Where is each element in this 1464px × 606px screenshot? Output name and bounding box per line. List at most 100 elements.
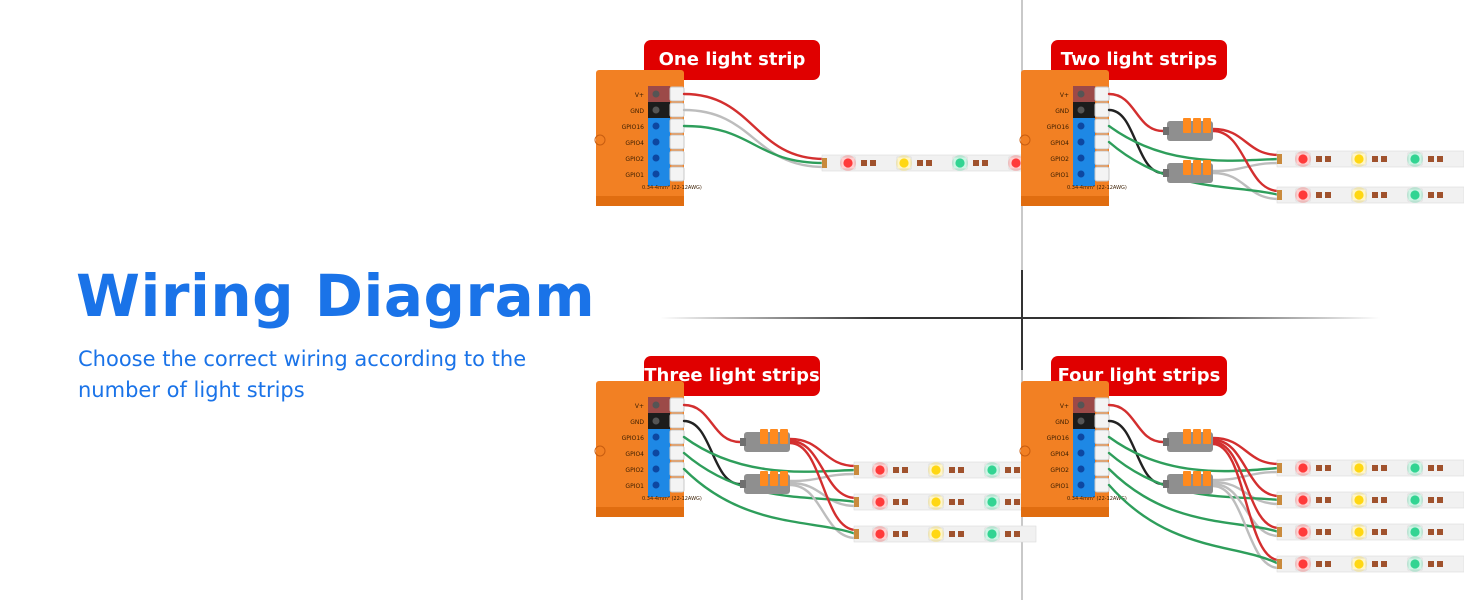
led-glow xyxy=(1407,556,1423,572)
terminal-lever xyxy=(669,86,685,102)
resistor xyxy=(1381,465,1387,471)
led-glow xyxy=(840,155,856,171)
led-glow xyxy=(1008,155,1024,171)
terminal-screw xyxy=(1077,449,1085,457)
resistor xyxy=(949,499,955,505)
terminal-screw xyxy=(1077,417,1085,425)
light-strip xyxy=(1276,491,1464,509)
panel-badge: One light strip xyxy=(644,40,820,80)
led-glow xyxy=(872,526,888,542)
resistor xyxy=(1372,497,1378,503)
led xyxy=(931,465,941,475)
terminal-label: GPIO2 xyxy=(625,467,644,474)
terminal-label: GND xyxy=(1055,419,1069,426)
resistor xyxy=(1325,192,1331,198)
resistor xyxy=(1372,156,1378,162)
connector-port xyxy=(1163,438,1169,446)
led-glow xyxy=(984,462,1000,478)
wire xyxy=(682,451,858,504)
light-strip xyxy=(1276,555,1464,573)
led-glow xyxy=(1407,460,1423,476)
resistor xyxy=(1372,192,1378,198)
led-glow xyxy=(1295,187,1311,203)
led xyxy=(987,497,997,507)
connector-lever xyxy=(1183,429,1191,444)
terminal-lever xyxy=(1094,461,1110,477)
resistor xyxy=(893,531,899,537)
wire xyxy=(682,108,826,169)
resistor xyxy=(1428,529,1434,535)
terminal-screw xyxy=(652,433,660,441)
resistor xyxy=(1372,465,1378,471)
wire xyxy=(1211,171,1281,201)
terminal-lever xyxy=(1094,397,1110,413)
resistor xyxy=(1325,465,1331,471)
led-glow xyxy=(928,494,944,510)
led-glow xyxy=(1295,151,1311,167)
connector-port xyxy=(1163,169,1169,177)
led-glow xyxy=(1295,492,1311,508)
wire xyxy=(682,124,826,165)
connector-lever xyxy=(760,471,768,486)
led-glow xyxy=(1351,492,1367,508)
wire xyxy=(682,92,826,161)
controller-edge xyxy=(596,196,684,206)
resistor xyxy=(1428,192,1434,198)
subtitle: Choose the correct wiring according to t… xyxy=(78,347,527,402)
led xyxy=(1298,154,1308,164)
strip-pad xyxy=(854,465,859,475)
mount-hole xyxy=(1019,445,1031,457)
resistor xyxy=(1014,467,1020,473)
led-glow xyxy=(1407,187,1423,203)
terminal-label: V+ xyxy=(1060,403,1069,410)
resistor xyxy=(926,160,932,166)
resistor xyxy=(958,499,964,505)
wire xyxy=(788,472,858,483)
terminal-lever xyxy=(669,413,685,429)
led xyxy=(875,497,885,507)
terminal-lever xyxy=(669,397,685,413)
terminal-lever xyxy=(669,166,685,182)
resistor xyxy=(1372,529,1378,535)
resistor xyxy=(917,160,923,166)
light-strip xyxy=(1276,150,1464,168)
terminal-screw xyxy=(1077,122,1085,130)
resistor xyxy=(1428,561,1434,567)
terminal-lever xyxy=(1094,86,1110,102)
terminal-label: GND xyxy=(1055,108,1069,115)
wire xyxy=(1211,442,1281,562)
controller-edge xyxy=(1021,196,1109,206)
light-strip xyxy=(1276,186,1464,204)
wire xyxy=(1211,129,1281,193)
led xyxy=(1298,190,1308,200)
led-glow xyxy=(1407,524,1423,540)
resistor xyxy=(1316,192,1322,198)
terminal-label: GPIO1 xyxy=(1050,172,1069,179)
terminal-screw xyxy=(652,417,660,425)
terminal-screw xyxy=(652,90,660,98)
led xyxy=(1011,158,1021,168)
led-glow xyxy=(1295,524,1311,540)
resistor xyxy=(1381,156,1387,162)
led xyxy=(1354,559,1364,569)
resistor xyxy=(1014,499,1020,505)
led xyxy=(1354,154,1364,164)
led-glow xyxy=(928,526,944,542)
terminal-label: V+ xyxy=(1060,92,1069,99)
resistor xyxy=(1325,156,1331,162)
resistor xyxy=(893,499,899,505)
terminal-gpio-block xyxy=(1073,118,1095,186)
terminal-lever xyxy=(1094,118,1110,134)
terminal-lever xyxy=(669,445,685,461)
wire xyxy=(1107,467,1281,534)
terminal-screw xyxy=(652,401,660,409)
controller-edge xyxy=(1021,507,1109,517)
connector-port xyxy=(740,438,746,446)
terminal-lever xyxy=(1094,102,1110,118)
mount-hole xyxy=(1019,134,1031,146)
terminal-gpio-block xyxy=(648,118,670,186)
terminal-screw xyxy=(1077,433,1085,441)
